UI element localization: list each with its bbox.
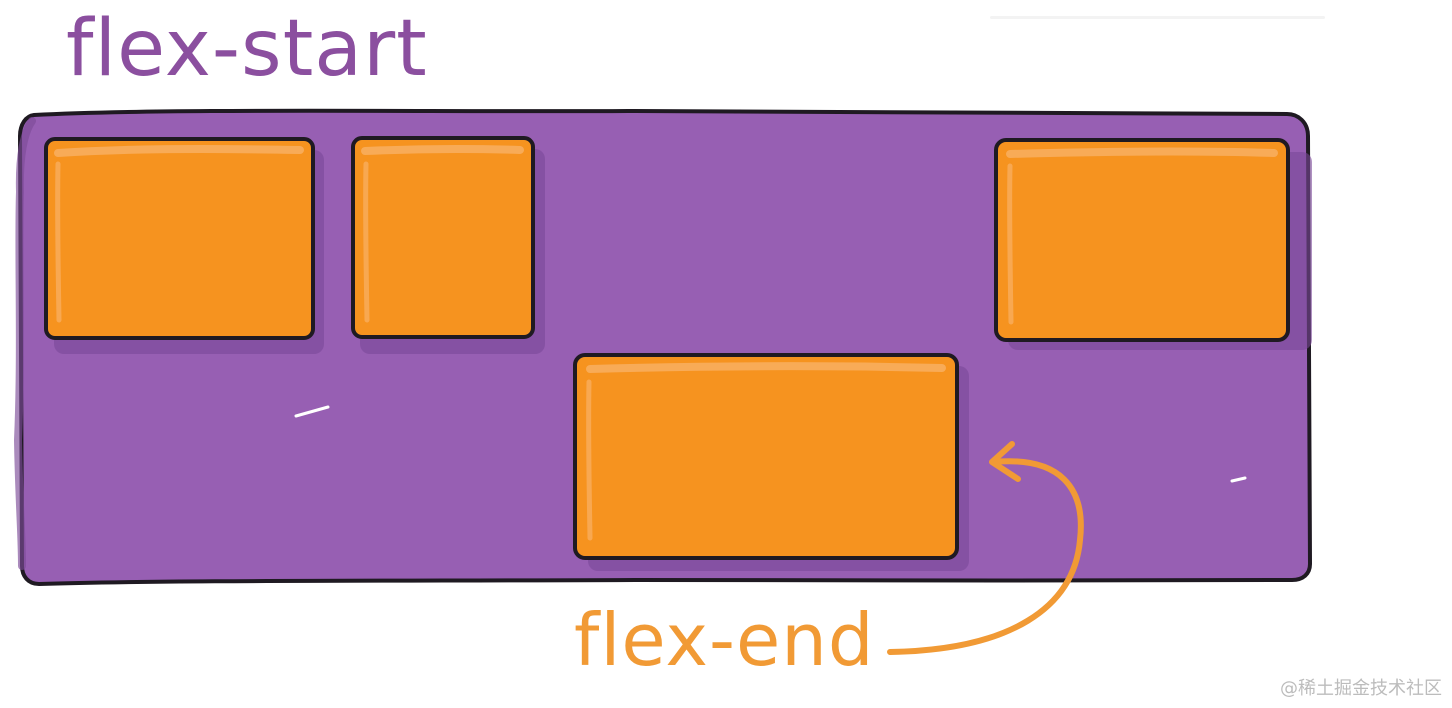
decorative-line xyxy=(990,16,1325,19)
flex-container xyxy=(13,108,1312,586)
flex-item-3 xyxy=(994,138,1312,350)
flex-item-4 xyxy=(573,353,969,571)
watermark-text: @稀土掘金技术社区 xyxy=(1280,678,1442,699)
flex-item-2 xyxy=(351,136,545,354)
flex-start-label: flex-start xyxy=(66,4,428,94)
curved-arrow xyxy=(887,441,1084,655)
flex-end-label: flex-end xyxy=(574,598,875,682)
flex-item-1 xyxy=(44,137,324,354)
